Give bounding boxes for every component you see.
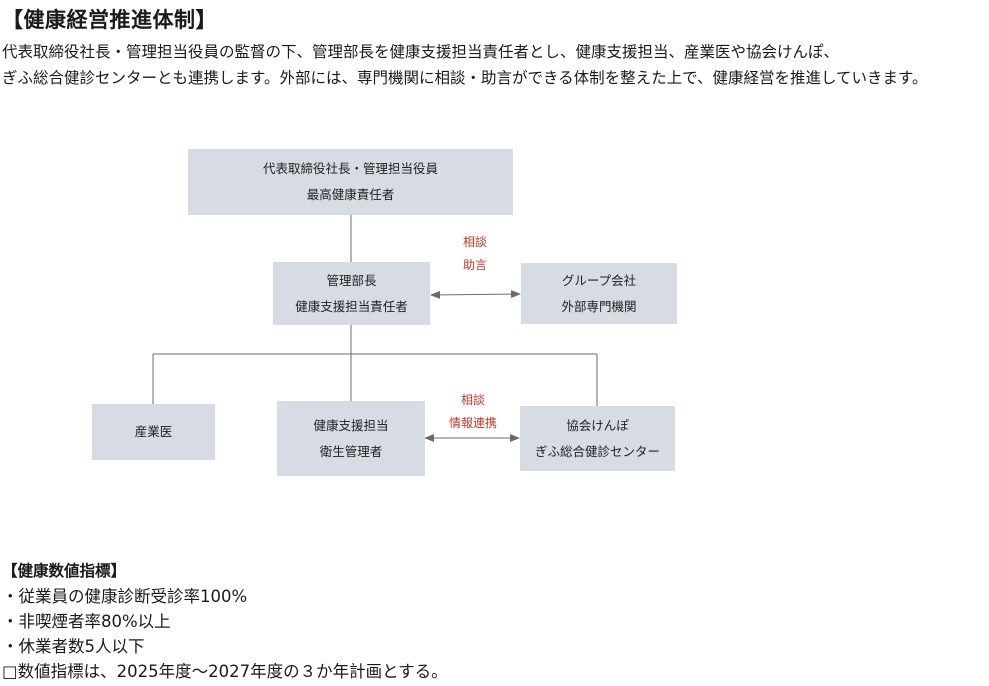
box-manager: 管理部長 健康支援担当責任者 [273,262,430,325]
metric-item: ・非喫煙者率80%以上 [2,612,171,631]
box-ceo: 代表取締役社長・管理担当役員 最高健康責任者 [188,149,513,215]
box-group-line1: グループ会社 [561,272,637,288]
metric-item: ・休業者数5人以下 [2,637,145,656]
box-doctor-line1: 産業医 [134,424,173,439]
health-metrics-section: 【健康数値指標】 ・従業員の健康診断受診率100% ・非喫煙者率80%以上 ・休… [2,559,448,684]
annotation-lower: 相談 情報連携 [437,389,509,435]
box-industrial-doctor: 産業医 [92,404,215,460]
box-ceo-line1: 代表取締役社長・管理担当役員 [262,161,438,176]
metric-item: ・従業員の健康診断受診率100% [2,587,248,606]
annotation-lower-line1: 相談 [460,393,485,407]
annotation-upper-line1: 相談 [462,235,487,249]
intro-paragraph: 代表取締役社長・管理担当役員の監督の下、管理部長を健康支援担当責任者とし、健康支… [2,39,987,91]
metric-note: □数値指標は、2025年度～2027年度の３か年計画とする。 [2,662,448,681]
box-ceo-line2: 最高健康責任者 [306,187,395,202]
annotation-upper-line2: 助言 [462,258,487,272]
box-health-staff: 健康支援担当 衛生管理者 [277,401,425,476]
box-kenpo-line2: ぎふ総合健診センター [534,443,660,459]
intro-line: 代表取締役社長・管理担当役員の監督の下、管理部長を健康支援担当責任者とし、健康支… [2,43,840,61]
intro-line: ぎふ総合健診センターとも連携します。外部には、専門機関に相談・助言ができる体制を… [2,69,928,87]
box-manager-line1: 管理部長 [326,272,377,288]
box-manager-line2: 健康支援担当責任者 [295,298,408,314]
page-title: 【健康経営推進体制】 [2,8,217,32]
annotation-upper: 相談 助言 [445,231,505,277]
box-kenpo-line1: 協会けんぽ [566,417,629,433]
metrics-heading: 【健康数値指標】 [2,562,127,580]
arrow-manager-group [430,290,521,299]
box-staff-line2: 衛生管理者 [319,443,383,459]
box-group-line2: 外部専門機関 [561,298,637,314]
box-kenpo: 協会けんぽ ぎふ総合健診センター [520,406,675,471]
box-group-company: グループ会社 外部専門機関 [521,263,677,324]
annotation-lower-line2: 情報連携 [448,416,497,430]
box-staff-line1: 健康支援担当 [313,417,389,433]
